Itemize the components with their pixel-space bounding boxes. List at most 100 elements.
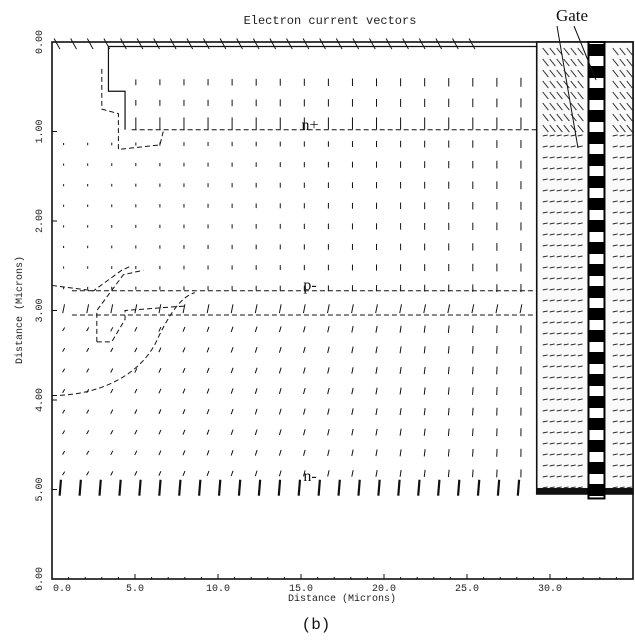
trench-hatch [619,277,625,280]
trench-hatch [556,233,562,236]
current-vector [120,38,127,50]
trench-hatch [626,255,632,258]
current-vector [110,388,114,394]
gate-segment [588,330,605,342]
current-vector [278,326,282,333]
trench-hatch [577,464,583,467]
trench-hatch [612,475,618,478]
current-vector [303,346,306,353]
trench-hatch [626,145,632,148]
current-vector [254,429,258,436]
current-vector [399,449,402,457]
current-vector [217,479,222,496]
current-vector [351,346,354,354]
trench-hatch [619,58,626,67]
junction-contours [51,45,537,397]
trench-hatch [570,266,576,269]
trench-hatch [612,124,619,133]
current-vector [206,367,210,374]
trench-hatch [549,244,555,247]
gate-segment [588,418,605,430]
current-vector [230,429,234,436]
trench-hatch [577,299,583,302]
trench-hatch [612,145,618,148]
trench-hatch [556,409,562,412]
current-vector [182,388,186,394]
current-vector [399,428,402,436]
trench-hatch [570,376,576,379]
current-vector [70,38,77,50]
current-vector [277,479,282,496]
current-vector [110,327,114,332]
trench-hatch [619,288,625,291]
trench-hatch [577,365,583,368]
trench-hatch [556,124,563,133]
trench-hatch [577,277,583,280]
trench-hatch [542,387,548,390]
current-vector [62,471,66,476]
trench-hatch [549,409,555,412]
trench-hatch [577,475,583,478]
trench-hatch [612,354,618,357]
trench-hatch [577,409,583,412]
trench-hatch [612,222,618,225]
trench-hatch [626,376,632,379]
current-vector [158,409,162,415]
trench-hatch [542,200,548,203]
trench-hatch [549,58,556,67]
trench-hatch [577,102,584,111]
trench-hatch [570,464,576,467]
gate-segment [588,374,605,386]
current-vector [53,38,61,50]
current-vector [423,346,426,354]
trench-hatch [619,354,625,357]
trench-hatch [612,310,618,313]
gate-segment [588,176,605,188]
current-vector [375,346,378,354]
current-vector [351,428,354,436]
trench-hatch [619,442,625,445]
trench-hatch [549,134,555,137]
trench-hatch [612,113,619,122]
current-vector [134,326,138,332]
trench-hatch [556,91,563,100]
trench-hatch [563,486,569,489]
trench-hatch [542,354,548,357]
trench-hatch [577,134,583,137]
trench-hatch [626,409,632,412]
trench-hatch [563,222,569,225]
trench-hatch [612,233,618,236]
trench-hatch [612,442,618,445]
trench-hatch [619,145,625,148]
x-axis-label: Distance (Microns) [288,593,396,605]
trench-hatch [577,431,583,434]
current-vector [303,387,306,395]
trench-hatch [619,464,625,467]
trench-hatch [549,189,555,192]
trench-hatch [626,47,633,56]
trench-hatch [570,277,576,280]
current-vector [278,388,282,395]
trench-hatch [577,310,583,313]
trench-hatch [549,102,556,111]
current-vector [230,450,234,456]
current-vector [423,325,426,333]
current-vector [134,409,138,414]
trench-hatch [626,277,632,280]
current-vector [230,326,234,333]
y-tick-label: 5.00 [35,477,46,501]
current-vector [399,469,402,477]
trench-hatch [563,332,569,335]
trench-hatch [619,310,625,313]
trench-hatch [619,332,625,335]
current-vector [86,327,90,332]
current-vector [158,347,162,353]
trench-hatch [542,486,548,489]
trench-hatch [626,80,633,89]
trench-hatch [577,47,584,56]
trench-hatch [577,255,583,258]
current-vector [351,367,354,374]
current-vector [62,347,66,352]
trench-hatch [612,102,619,111]
trench-hatch [619,376,625,379]
